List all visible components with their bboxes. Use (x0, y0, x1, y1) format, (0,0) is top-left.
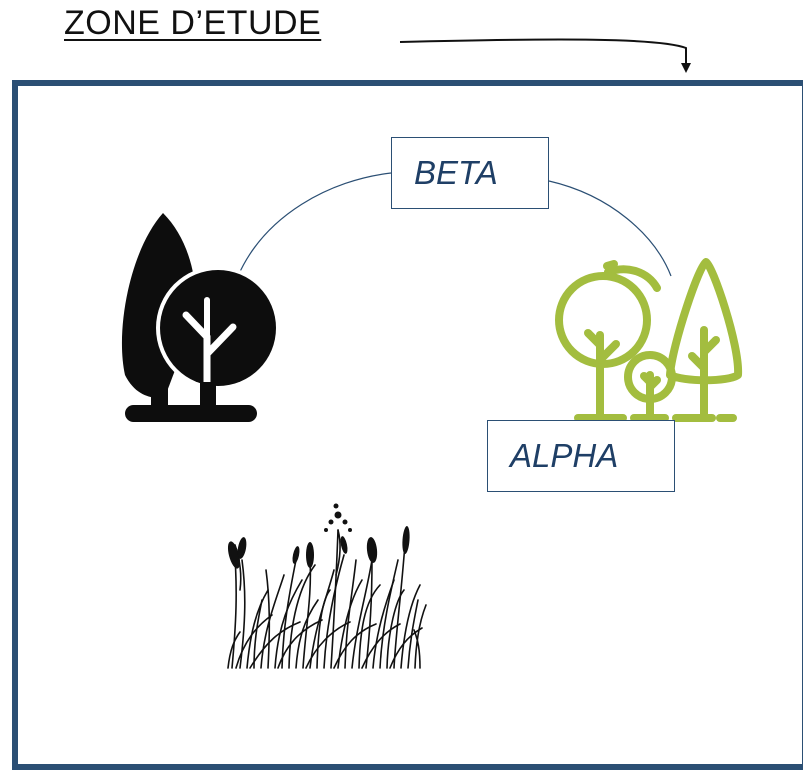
title-arrow (399, 38, 691, 73)
zone-title: ZONE D’ETUDE (64, 4, 322, 42)
alpha-label: ALPHA (510, 437, 619, 474)
beta-arc-right (548, 180, 672, 277)
beta-label: BETA (414, 154, 498, 191)
alpha-label-box: ALPHA (487, 420, 675, 492)
beta-arc-left (237, 172, 392, 277)
beta-label-box: BETA (391, 137, 549, 209)
